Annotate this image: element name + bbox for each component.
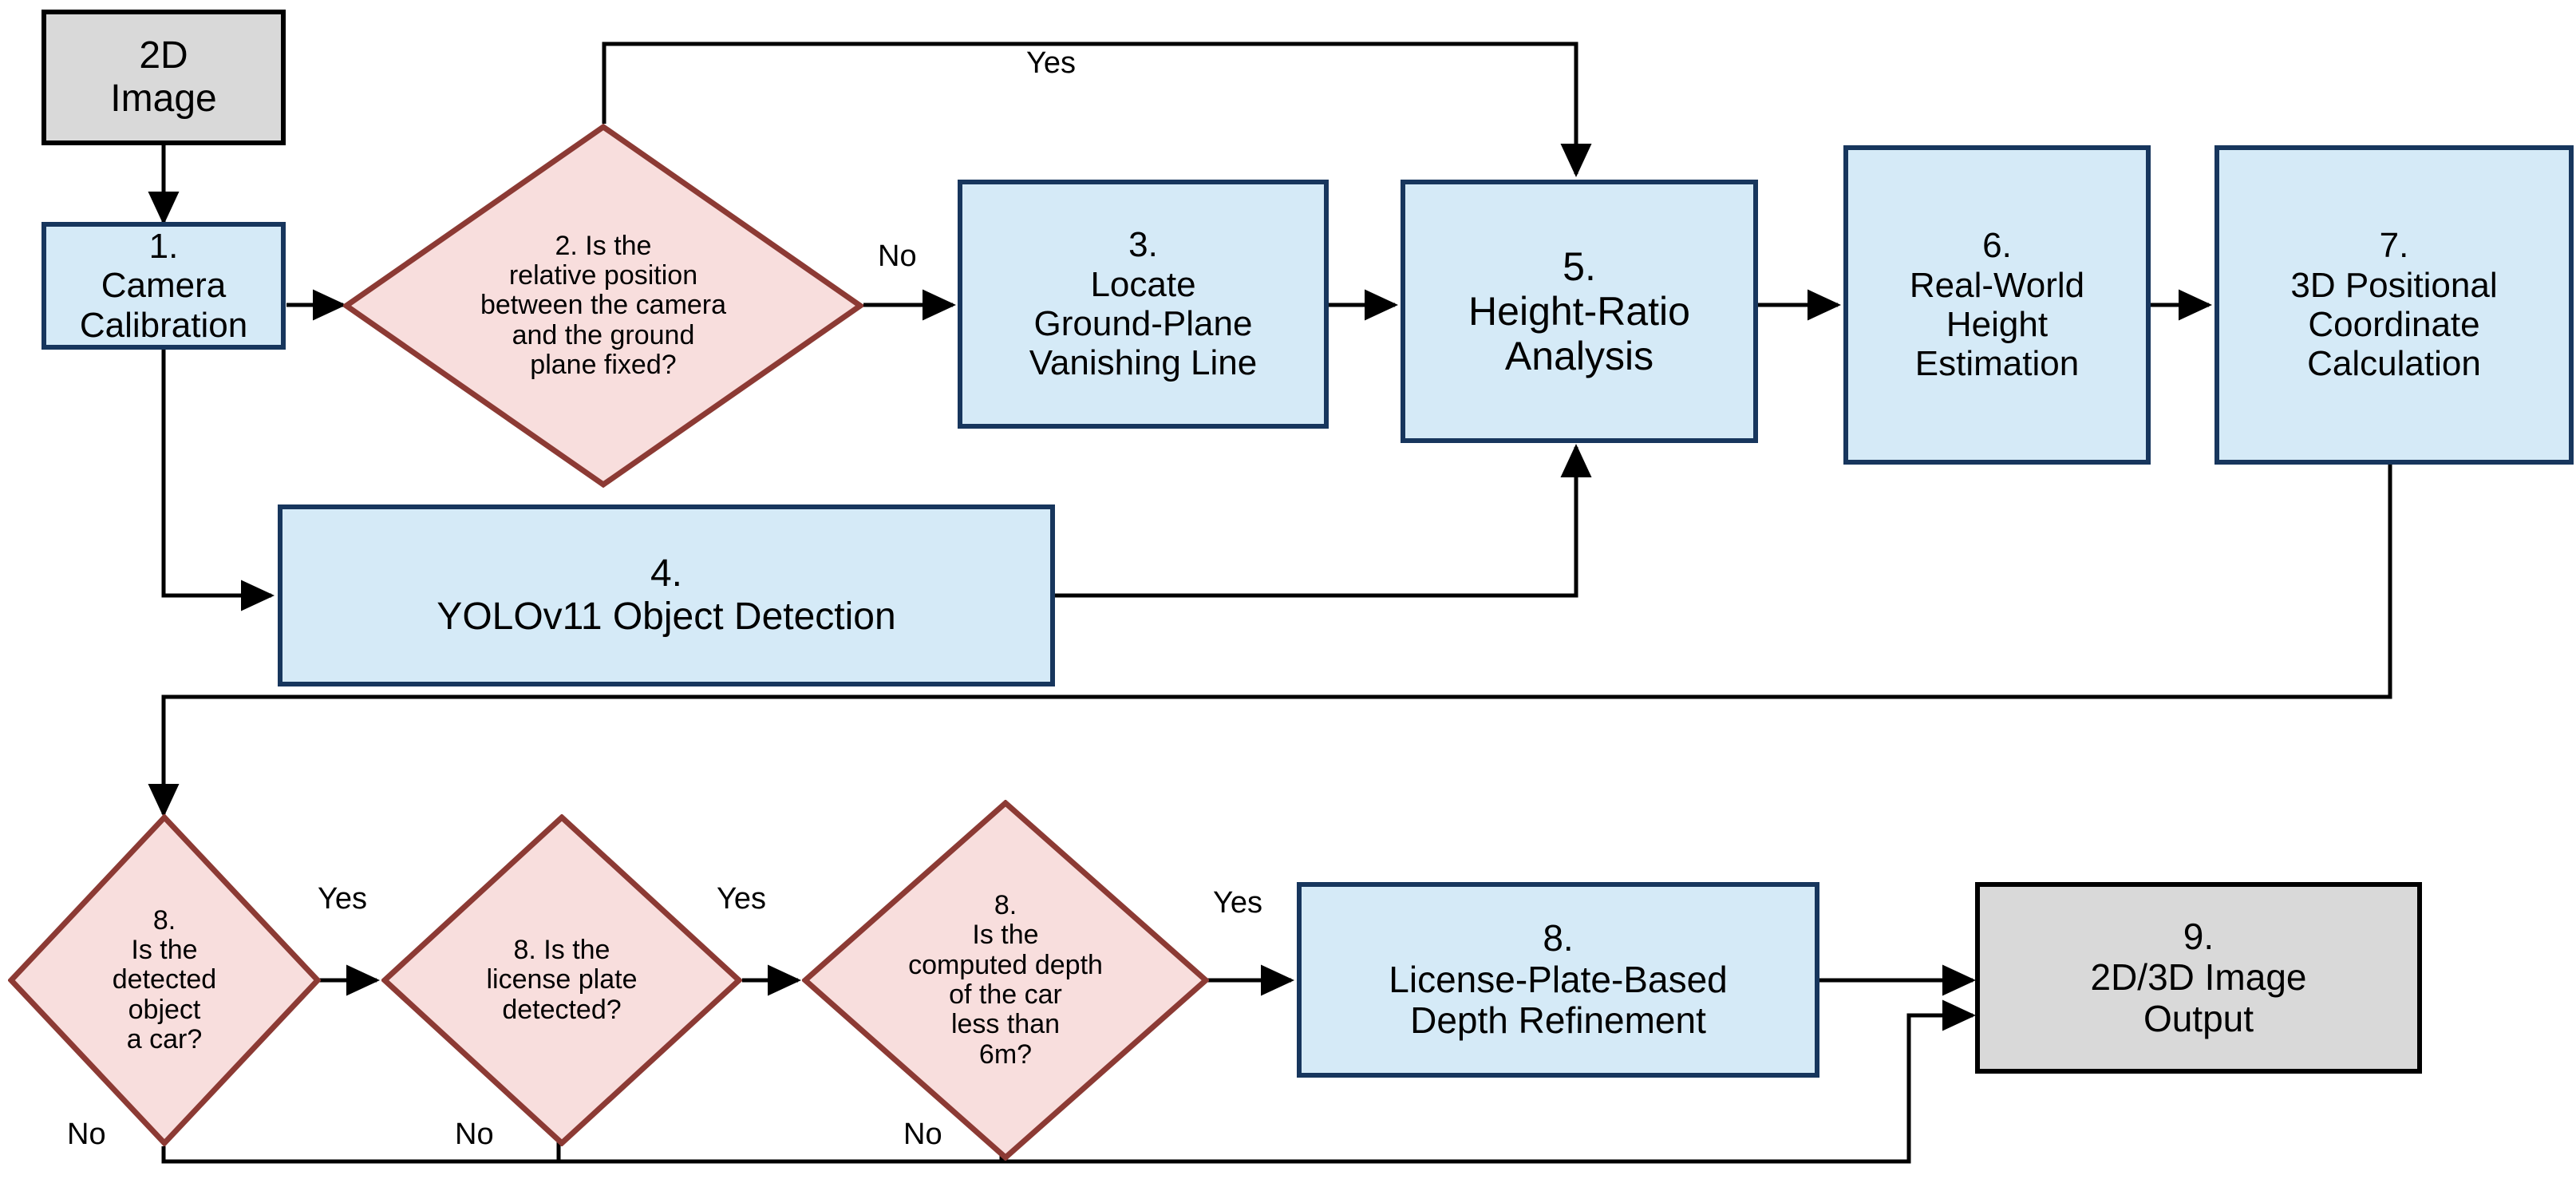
- node-decision-relative-position[interactable]: 2. Is the relative position between the …: [343, 124, 863, 488]
- node-yolo-object-detection-label: 4. YOLOv11 Object Detection: [437, 552, 896, 638]
- node-decision-is-car-label: 8. Is the detected object a car?: [112, 904, 217, 1055]
- edge-label-yes-8a: Yes: [318, 882, 367, 916]
- node-decision-relative-position-label: 2. Is the relative position between the …: [480, 230, 727, 381]
- edge-label-no-8a: No: [67, 1118, 106, 1151]
- node-height-ratio-analysis-label: 5. Height-Ratio Analysis: [1468, 244, 1690, 378]
- node-decision-depth-6m-label: 8. Is the computed depth of the car less…: [908, 889, 1103, 1070]
- edge-label-no-8b: No: [455, 1118, 494, 1151]
- edge-calibration-to-yolo: [161, 349, 275, 611]
- node-2d-image-label: 2D Image: [110, 34, 217, 120]
- edge-label-no-to-step3: No: [878, 239, 917, 273]
- diamond-shape-icon: [8, 814, 321, 1146]
- node-2d3d-image-output-label: 9. 2D/3D Image Output: [2090, 915, 2307, 1039]
- node-camera-calibration[interactable]: 1. Camera Calibration: [41, 222, 286, 350]
- node-decision-depth-6m[interactable]: 8. Is the computed depth of the car less…: [802, 800, 1209, 1161]
- node-3d-positional-coordinate[interactable]: 7. 3D Positional Coordinate Calculation: [2214, 145, 2574, 465]
- edge-label-yes-8b: Yes: [717, 882, 766, 916]
- node-locate-vanishing-line-label: 3. Locate Ground-Plane Vanishing Line: [1029, 225, 1258, 383]
- diamond-shape-icon: [802, 800, 1209, 1161]
- node-real-world-height-estimation-label: 6. Real-World Height Estimation: [1909, 226, 2085, 384]
- node-3d-positional-coordinate-label: 7. 3D Positional Coordinate Calculation: [2290, 226, 2498, 384]
- node-yolo-object-detection[interactable]: 4. YOLOv11 Object Detection: [278, 504, 1055, 686]
- node-decision-license-plate-label: 8. Is the license plate detected?: [486, 934, 638, 1025]
- node-locate-vanishing-line[interactable]: 3. Locate Ground-Plane Vanishing Line: [958, 180, 1329, 429]
- edge-label-no-8c: No: [903, 1118, 942, 1151]
- node-2d-image[interactable]: 2D Image: [41, 10, 286, 145]
- node-decision-license-plate[interactable]: 8. Is the license plate detected?: [381, 814, 742, 1146]
- edge-yolo-to-height-ratio: [1055, 443, 1592, 598]
- node-decision-is-car[interactable]: 8. Is the detected object a car?: [8, 814, 321, 1146]
- edge-label-yes-top: Yes: [1026, 46, 1076, 80]
- diamond-shape-icon: [381, 814, 742, 1146]
- diamond-shape-icon: [343, 124, 863, 488]
- edge-label-yes-8c: Yes: [1213, 886, 1262, 920]
- node-camera-calibration-label: 1. Camera Calibration: [79, 227, 248, 345]
- node-license-plate-depth-refinement-label: 8. License-Plate-Based Depth Refinement: [1389, 917, 1728, 1042]
- node-height-ratio-analysis[interactable]: 5. Height-Ratio Analysis: [1401, 180, 1758, 443]
- node-license-plate-depth-refinement[interactable]: 8. License-Plate-Based Depth Refinement: [1297, 882, 1819, 1078]
- node-real-world-height-estimation[interactable]: 6. Real-World Height Estimation: [1843, 145, 2151, 465]
- node-2d3d-image-output[interactable]: 9. 2D/3D Image Output: [1975, 882, 2422, 1074]
